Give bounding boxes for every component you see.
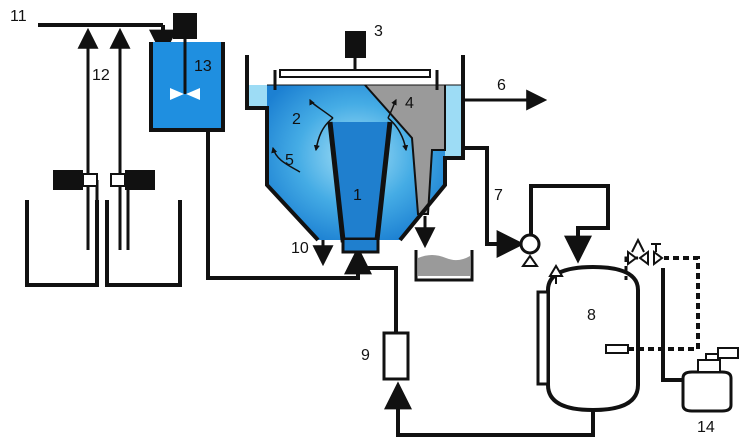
- inlet-line: [38, 23, 177, 58]
- label-8: 8: [587, 307, 596, 324]
- label-11: 11: [10, 8, 27, 25]
- label-10: 10: [291, 240, 309, 257]
- label-13: 13: [194, 58, 212, 75]
- label-12: 12: [92, 67, 110, 84]
- label-3: 3: [374, 23, 383, 40]
- skimmer-motor: [345, 31, 366, 58]
- label-4: 4: [405, 95, 414, 112]
- label-2: 2: [292, 111, 301, 128]
- mixer-motor: [173, 13, 197, 39]
- dosing-pump-right: [110, 170, 155, 190]
- air-line: [624, 237, 700, 382]
- daf-tank: [245, 31, 465, 254]
- dosing-lines: [77, 27, 131, 250]
- label-7: 7: [494, 187, 503, 204]
- mixing-tank: [149, 13, 225, 132]
- saturator-vessel: [536, 264, 640, 413]
- label-5: 5: [285, 152, 294, 169]
- compressor: [681, 347, 739, 413]
- return-line: [358, 266, 595, 437]
- dosing-pump-left: [53, 170, 98, 190]
- recycle-pump: [519, 233, 541, 255]
- sludge-container: [414, 216, 474, 282]
- feed-pipe: [206, 132, 372, 280]
- skimmer: [279, 69, 431, 78]
- flowmeter: [382, 331, 410, 381]
- label-9: 9: [361, 347, 370, 364]
- label-1: 1: [353, 187, 362, 204]
- label-14: 14: [697, 419, 715, 436]
- flocculation-tanks: [25, 200, 182, 287]
- labels: 1 2 3 4 5 6 7 8 9 10 11 12 13 14: [10, 8, 715, 436]
- air-valve: [627, 250, 649, 266]
- label-6: 6: [497, 77, 506, 94]
- recycle-line: [463, 146, 610, 267]
